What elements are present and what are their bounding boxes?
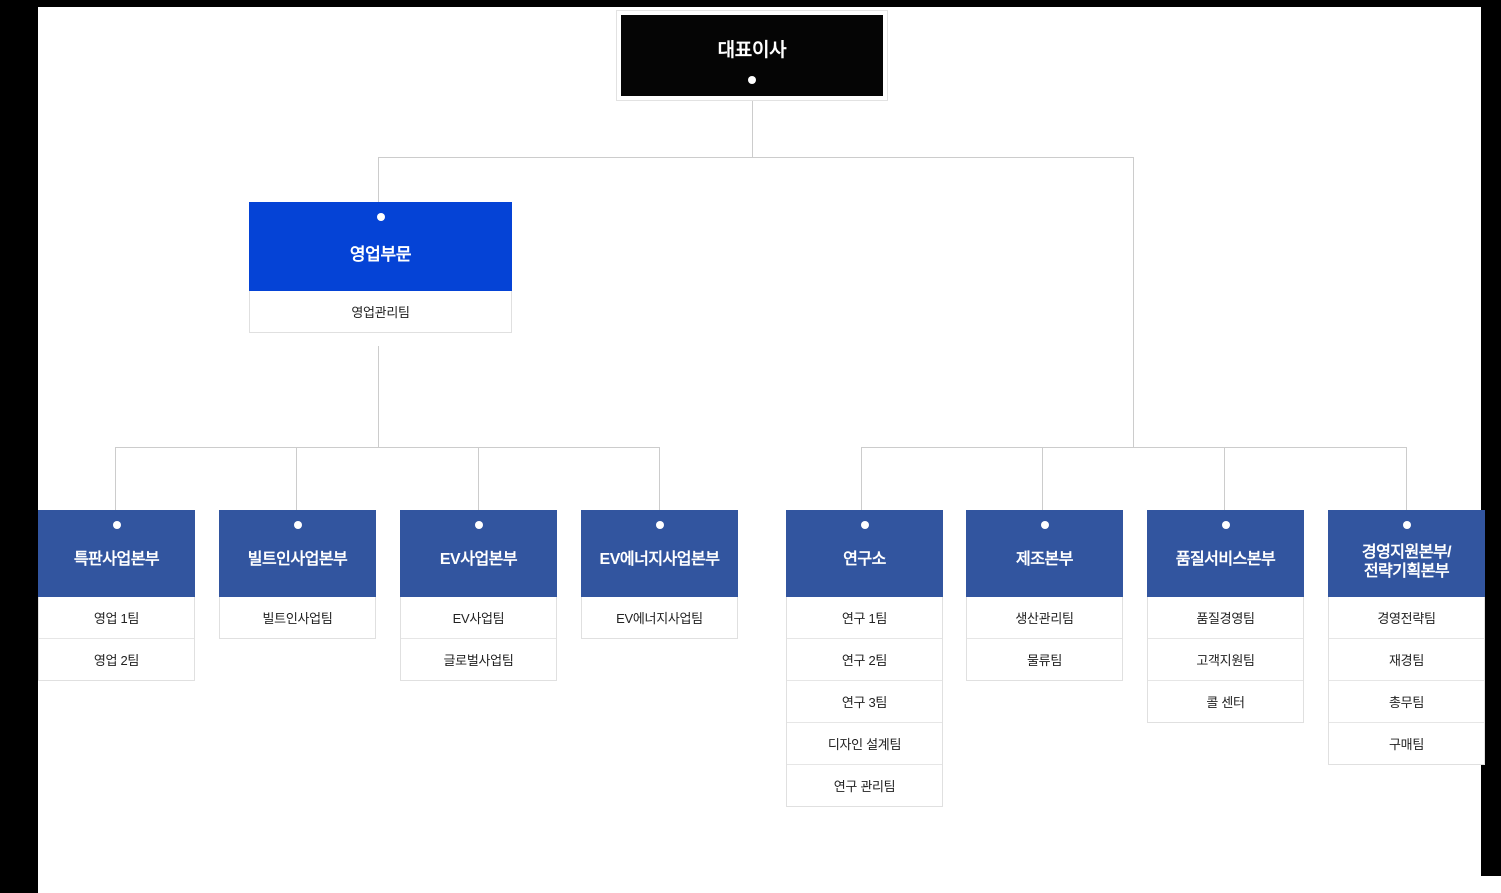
connector-level1-bar	[378, 157, 1134, 158]
node-department-team-list: EV에너지사업팀	[581, 597, 738, 639]
node-department-manufacturing[interactable]: 제조본부 생산관리팀 물류팀	[966, 510, 1123, 681]
connector-dot-icon	[860, 521, 869, 529]
connector-right-group-bar	[861, 447, 1407, 448]
connector-drop-dept-8	[1406, 447, 1407, 523]
node-department-header: 품질서비스본부	[1147, 510, 1304, 597]
node-department-header: 경영지원본부/ 전략기획본부	[1328, 510, 1485, 597]
node-department-tukpan[interactable]: 특판사업본부 영업 1팀 영업 2팀	[38, 510, 195, 681]
node-department-team-list: EV사업팀 글로벌사업팀	[400, 597, 557, 681]
node-division-header: 영업부문	[249, 202, 512, 291]
node-department-label: 품질서비스본부	[1175, 551, 1276, 569]
node-department-label: 빌트인사업본부	[247, 551, 348, 569]
connector-ceo-stem	[752, 100, 753, 157]
team-item[interactable]: 연구 2팀	[787, 639, 942, 681]
team-item[interactable]: 디자인 설계팀	[787, 723, 942, 765]
team-item[interactable]: 재경팀	[1329, 639, 1484, 681]
team-item[interactable]: EV에너지사업팀	[582, 597, 737, 638]
node-department-quality-service[interactable]: 품질서비스본부 품질경영팀 고객지원팀 콜 센터	[1147, 510, 1304, 723]
connector-drop-division	[378, 157, 379, 217]
node-department-ev-energy[interactable]: EV에너지사업본부 EV에너지사업팀	[581, 510, 738, 639]
node-department-header: 특판사업본부	[38, 510, 195, 597]
team-item[interactable]: 고객지원팀	[1148, 639, 1303, 681]
team-item[interactable]: EV사업팀	[401, 597, 556, 639]
connector-dot-icon	[748, 76, 756, 84]
team-item[interactable]: 물류팀	[967, 639, 1122, 680]
node-department-label: EV에너지사업본부	[599, 551, 720, 569]
connector-dot-icon	[376, 213, 385, 221]
team-item[interactable]: 연구 관리팀	[787, 765, 942, 806]
team-item[interactable]: 품질경영팀	[1148, 597, 1303, 639]
connector-dot-icon	[1221, 521, 1230, 529]
node-department-team-list: 경영전략팀 재경팀 총무팀 구매팀	[1328, 597, 1485, 765]
connector-dot-icon	[112, 521, 121, 529]
connector-dot-icon	[474, 521, 483, 529]
node-division-label: 영업부문	[349, 245, 412, 264]
node-ceo-label: 대표이사	[717, 40, 787, 61]
node-department-label: 제조본부	[1016, 551, 1073, 569]
node-department-label: 특판사업본부	[73, 551, 160, 569]
node-division-sales[interactable]: 영업부문 영업관리팀	[249, 202, 512, 333]
node-department-management-strategy[interactable]: 경영지원본부/ 전략기획본부 경영전략팀 재경팀 총무팀 구매팀	[1328, 510, 1485, 765]
node-ceo[interactable]: 대표이사	[617, 11, 887, 100]
team-item[interactable]: 콜 센터	[1148, 681, 1303, 722]
node-department-header: EV사업본부	[400, 510, 557, 597]
connector-drop-dept-1	[115, 447, 116, 523]
chart-canvas	[38, 7, 1481, 893]
connector-dot-icon	[1402, 521, 1411, 529]
connector-left-group-bar	[115, 447, 660, 448]
team-item[interactable]: 연구 3팀	[787, 681, 942, 723]
connector-division-stem	[378, 346, 379, 447]
team-item[interactable]: 빌트인사업팀	[220, 597, 375, 638]
node-department-team-list: 빌트인사업팀	[219, 597, 376, 639]
team-item[interactable]: 영업 1팀	[39, 597, 194, 639]
connector-drop-dept-6	[1042, 447, 1043, 523]
node-department-ev[interactable]: EV사업본부 EV사업팀 글로벌사업팀	[400, 510, 557, 681]
connector-drop-dept-5	[861, 447, 862, 523]
team-item[interactable]: 연구 1팀	[787, 597, 942, 639]
connector-dot-icon	[655, 521, 664, 529]
node-ceo-header: 대표이사	[621, 15, 883, 96]
node-department-header: 빌트인사업본부	[219, 510, 376, 597]
node-department-builtin[interactable]: 빌트인사업본부 빌트인사업팀	[219, 510, 376, 639]
node-department-label-line1: 경영지원본부/	[1361, 543, 1452, 561]
team-item[interactable]: 경영전략팀	[1329, 597, 1484, 639]
node-department-label-line2: 전략기획본부	[1363, 562, 1450, 580]
node-department-label: 경영지원본부/ 전략기획본부	[1361, 543, 1452, 582]
node-department-label: 연구소	[843, 551, 886, 569]
connector-dot-icon	[1040, 521, 1049, 529]
node-department-label: EV사업본부	[439, 551, 518, 569]
connector-dot-icon	[293, 521, 302, 529]
team-item[interactable]: 생산관리팀	[967, 597, 1122, 639]
team-item[interactable]: 총무팀	[1329, 681, 1484, 723]
node-department-team-list: 영업 1팀 영업 2팀	[38, 597, 195, 681]
team-item[interactable]: 영업관리팀	[250, 291, 511, 332]
team-item[interactable]: 글로벌사업팀	[401, 639, 556, 680]
connector-drop-dept-7	[1224, 447, 1225, 523]
connector-drop-right-group	[1133, 157, 1134, 447]
node-department-header: 연구소	[786, 510, 943, 597]
connector-drop-dept-4	[659, 447, 660, 523]
team-item[interactable]: 구매팀	[1329, 723, 1484, 764]
team-item[interactable]: 영업 2팀	[39, 639, 194, 680]
node-department-header: EV에너지사업본부	[581, 510, 738, 597]
canvas-bottom-strip	[1481, 876, 1501, 893]
node-department-research[interactable]: 연구소 연구 1팀 연구 2팀 연구 3팀 디자인 설계팀 연구 관리팀	[786, 510, 943, 807]
node-division-team-list: 영업관리팀	[249, 291, 512, 333]
node-department-team-list: 연구 1팀 연구 2팀 연구 3팀 디자인 설계팀 연구 관리팀	[786, 597, 943, 807]
connector-drop-dept-2	[296, 447, 297, 523]
node-department-team-list: 생산관리팀 물류팀	[966, 597, 1123, 681]
node-department-team-list: 품질경영팀 고객지원팀 콜 센터	[1147, 597, 1304, 723]
connector-drop-dept-3	[478, 447, 479, 523]
node-department-header: 제조본부	[966, 510, 1123, 597]
